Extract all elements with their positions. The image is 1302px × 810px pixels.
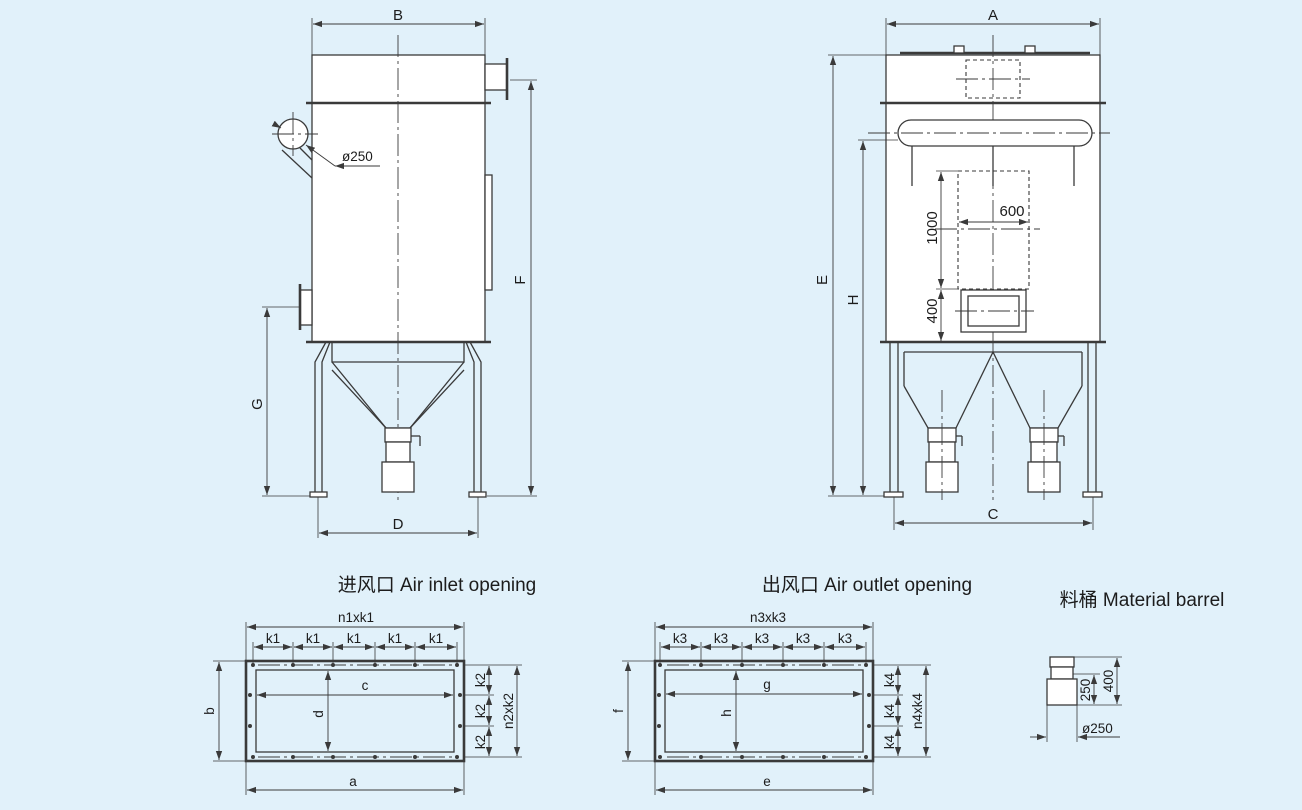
dim-label-a: A bbox=[988, 7, 998, 24]
inlet-k1-1: k1 bbox=[266, 631, 280, 646]
dim-label-d: D bbox=[393, 516, 404, 533]
front-view: B ø250 bbox=[249, 7, 537, 538]
inlet-inner-width: c bbox=[362, 678, 369, 693]
dim-label-600: 600 bbox=[999, 203, 1024, 220]
dim-label-400: 400 bbox=[924, 298, 941, 323]
material-barrel-front bbox=[381, 461, 415, 493]
inlet-side-total: n2xk2 bbox=[501, 693, 516, 729]
dim-label-f: F bbox=[512, 275, 529, 284]
outlet-side-total: n4xk4 bbox=[910, 692, 925, 729]
dim-label-e: E bbox=[814, 275, 831, 285]
barrel-body bbox=[1046, 678, 1078, 706]
inlet-bolt-holes bbox=[248, 663, 462, 759]
dim-label-c: C bbox=[988, 506, 999, 523]
inlet-pitch-total: n1xk1 bbox=[338, 610, 374, 625]
inlet-flange bbox=[244, 659, 466, 763]
side-view: A 600 1000 400 bbox=[814, 7, 1110, 530]
outlet-k4-1: k4 bbox=[882, 672, 897, 687]
barrel-h2: 400 bbox=[1101, 670, 1116, 693]
outlet-k3-4: k3 bbox=[796, 631, 810, 646]
dim-label-h: H bbox=[845, 295, 862, 306]
inlet-k2-3: k2 bbox=[473, 735, 488, 749]
inlet-k1-4: k1 bbox=[388, 631, 402, 646]
outlet-k3-1: k3 bbox=[673, 631, 687, 646]
outlet-k3-5: k3 bbox=[838, 631, 852, 646]
filter-body bbox=[311, 54, 486, 343]
outlet-k3-2: k3 bbox=[714, 631, 728, 646]
inlet-k1-5: k1 bbox=[429, 631, 443, 646]
outlet-outer-width: e bbox=[763, 774, 771, 789]
outlet-pitch-total: n3xk3 bbox=[750, 610, 786, 625]
outlet-inner-width: g bbox=[763, 677, 771, 692]
outlet-k3-3: k3 bbox=[755, 631, 769, 646]
inlet-caption: 进风口 Air inlet opening bbox=[338, 574, 537, 596]
barrel-dia: ø250 bbox=[1082, 721, 1113, 736]
inlet-opening-detail: 进风口 Air inlet opening n1xk1 k1 k1 k1 k1 … bbox=[202, 574, 536, 795]
inlet-k2-2: k2 bbox=[473, 704, 488, 718]
inlet-k1-2: k1 bbox=[306, 631, 320, 646]
outlet-caption: 出风口 Air outlet opening bbox=[762, 574, 972, 596]
outlet-inner-height: h bbox=[719, 709, 734, 717]
inlet-dia-label: ø250 bbox=[342, 149, 373, 164]
dim-label-b: B bbox=[393, 7, 403, 24]
outlet-outer-height: f bbox=[611, 709, 626, 713]
outlet-flange bbox=[653, 659, 875, 763]
inlet-k1-3: k1 bbox=[347, 631, 361, 646]
barrel-caption: 料桶 Material barrel bbox=[1060, 589, 1225, 611]
outlet-opening-detail: 出风口 Air outlet opening n3xk3 k3 k3 k3 k3… bbox=[611, 574, 972, 795]
dim-label-g: G bbox=[249, 398, 266, 410]
outlet-k4-2: k4 bbox=[882, 703, 897, 718]
dim-label-1000: 1000 bbox=[924, 211, 941, 244]
inlet-outer-height: b bbox=[202, 707, 217, 715]
inlet-k2-1: k2 bbox=[473, 673, 488, 687]
inlet-inner-height: d bbox=[311, 710, 326, 718]
barrel-h1: 250 bbox=[1078, 679, 1093, 702]
outlet-k4-3: k4 bbox=[882, 734, 897, 749]
material-barrel-detail: 料桶 Material barrel 250 400 ø250 bbox=[1030, 589, 1224, 742]
inlet-outer-width: a bbox=[349, 774, 357, 789]
access-door bbox=[484, 174, 493, 291]
